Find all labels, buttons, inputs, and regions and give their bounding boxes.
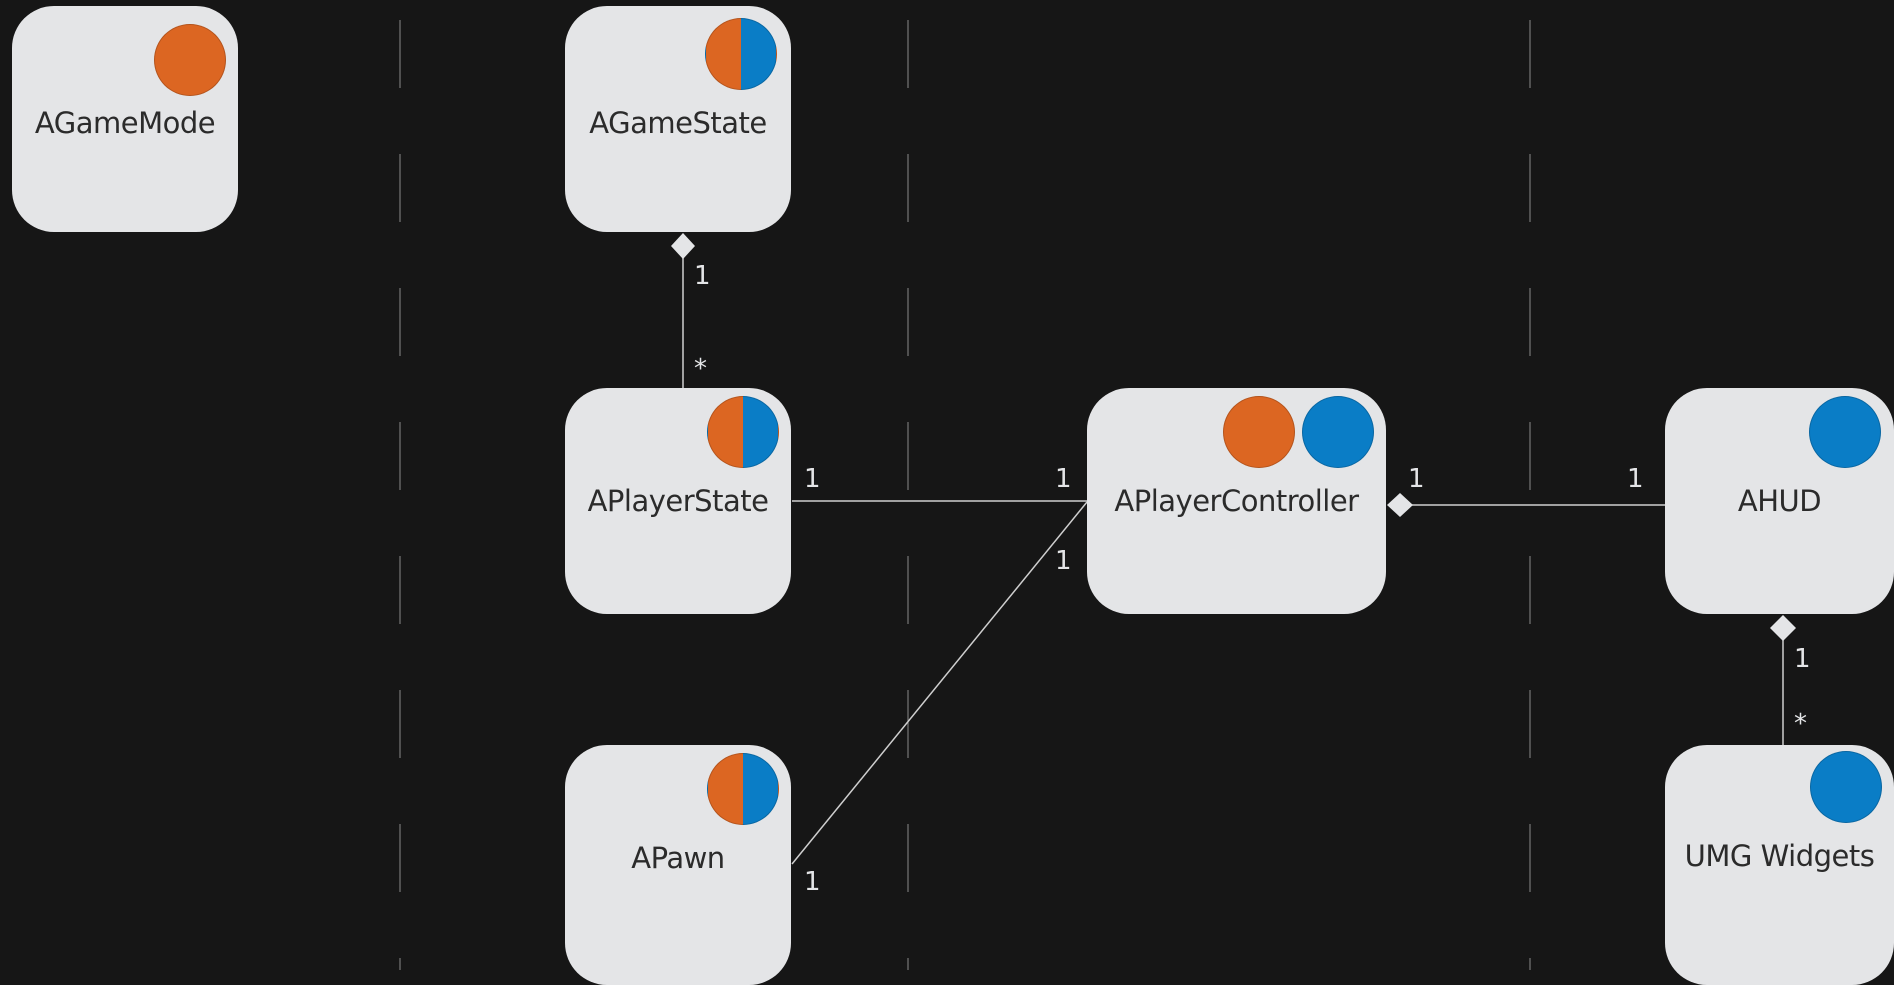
node-title: AGameState (589, 106, 767, 140)
node-agamestate[interactable]: AGameState (565, 6, 791, 232)
node-ahud[interactable]: AHUD (1665, 388, 1894, 614)
orange-blue-split-circle-icon (705, 18, 777, 90)
node-title: APlayerState (587, 484, 769, 518)
orange-circle-icon (154, 24, 226, 96)
aggregation-diamond-icon (1770, 615, 1796, 641)
orange-blue-split-circle-icon (707, 753, 779, 825)
node-apawn[interactable]: APawn (565, 745, 791, 985)
blue-circle-icon (1302, 396, 1374, 468)
blue-circle-icon (1809, 396, 1881, 468)
multiplicity-label: 1 (804, 867, 821, 897)
aggregation-diamond-icon (671, 233, 695, 259)
blue-circle-icon (1810, 751, 1882, 823)
multiplicity-label: 1 (804, 464, 821, 494)
orange-circle-icon (1223, 396, 1295, 468)
multiplicity-label: 1 (1794, 644, 1811, 674)
node-agamemode[interactable]: AGameMode (12, 6, 238, 232)
node-umg-widgets[interactable]: UMG Widgets (1665, 745, 1894, 985)
multiplicity-label: 1 (1408, 464, 1425, 494)
node-title: UMG Widgets (1684, 839, 1875, 873)
multiplicity-label: 1 (1055, 464, 1072, 494)
node-title: APawn (631, 841, 725, 875)
multiplicity-label: 1 (694, 261, 711, 291)
node-aplayercontroller[interactable]: APlayerController (1087, 388, 1386, 614)
multiplicity-label: 1 (1055, 546, 1072, 576)
multiplicity-label: * (694, 354, 707, 384)
node-title: AHUD (1737, 484, 1822, 518)
aggregation-diamond-icon (1387, 493, 1413, 517)
node-aplayerstate[interactable]: APlayerState (565, 388, 791, 614)
node-title: AGameMode (34, 106, 216, 140)
multiplicity-label: 1 (1627, 464, 1644, 494)
multiplicity-label: * (1794, 709, 1807, 739)
connector-pawn-playercontroller (791, 501, 1088, 865)
orange-blue-split-circle-icon (707, 396, 779, 468)
node-title: APlayerController (1114, 484, 1359, 518)
